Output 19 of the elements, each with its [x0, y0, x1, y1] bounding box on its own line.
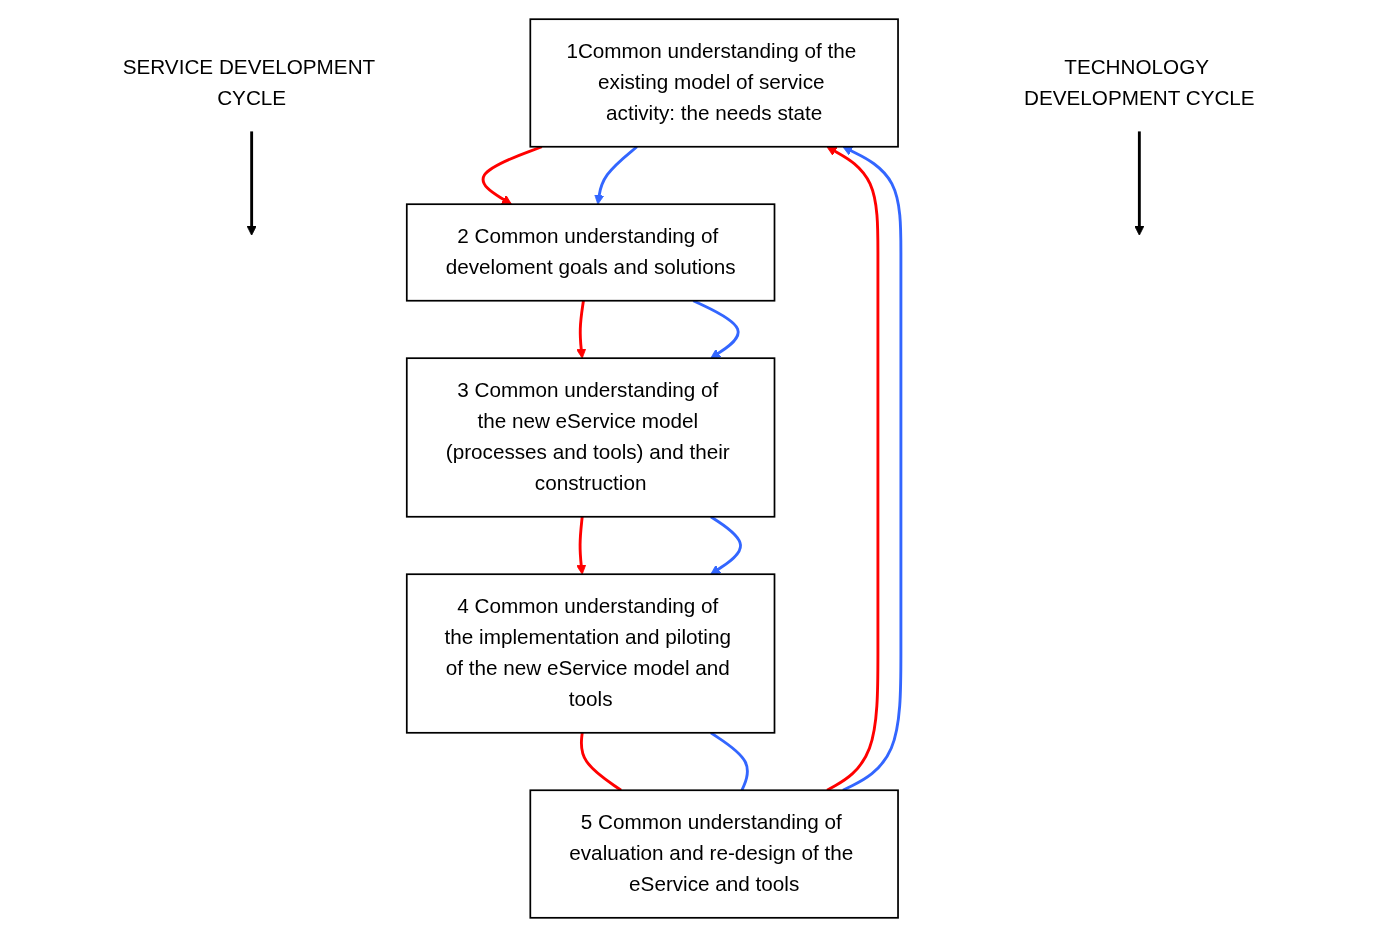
connector: [579, 732, 622, 792]
node-box: 5 Common understanding of evaluation and re-design of the eService and tools: [529, 789, 899, 919]
node-text: TECHNOLOGY DEVELOPMENT CYCLE: [1024, 55, 1255, 110]
arrow: [481, 145, 543, 205]
node-box: 3 Common understanding of the new eService model (processes and tools) and their construction: [405, 357, 776, 518]
arrow: [594, 145, 638, 205]
arrow: [826, 146, 880, 792]
node-box: 2 Common understanding of develoment goals and solutions: [405, 203, 776, 302]
connector: [710, 731, 749, 791]
arrow: [576, 516, 587, 575]
arrow: [1134, 131, 1145, 236]
node-text: SERVICE DEVELOPMENT CYCLE: [122, 55, 375, 110]
node-box: 4 Common understanding of the implementation and piloting of the new eService model and tools: [405, 573, 776, 734]
node-box: 1Common understanding of the existing model of service activity: the needs state: [529, 18, 899, 148]
arrow: [710, 515, 742, 575]
arrow: [692, 299, 740, 359]
arrow: [842, 146, 903, 792]
arrow: [246, 131, 257, 236]
arrow: [576, 300, 587, 359]
